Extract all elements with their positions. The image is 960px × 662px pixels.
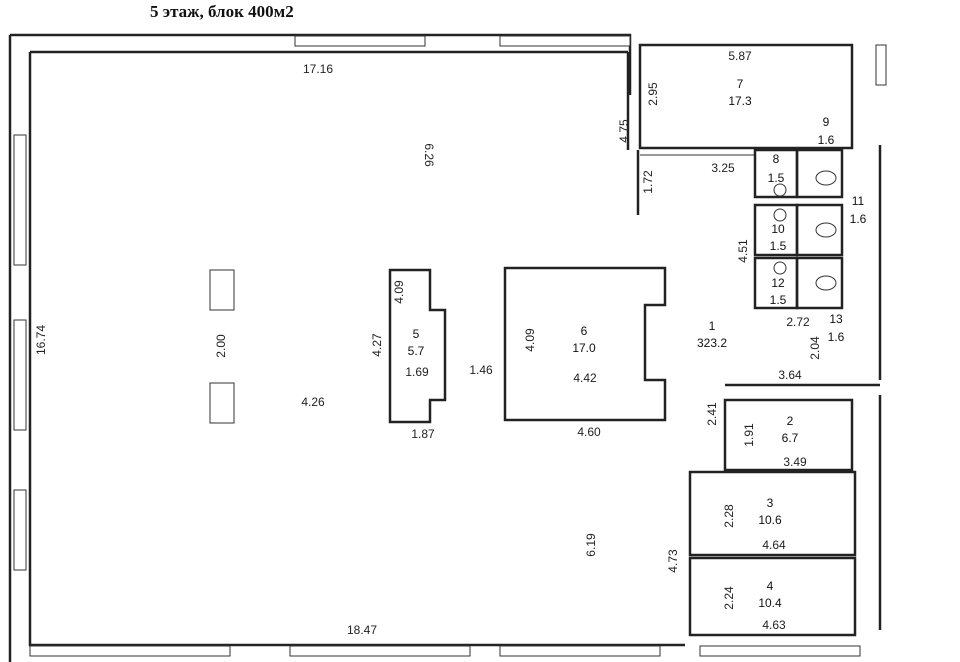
dim-label: 4.51 [736,239,750,263]
dim-label: 4.73 [666,549,680,573]
dim-label: 4.75 [617,119,631,143]
dim-label: 4.27 [370,333,384,357]
room-7-area: 17.3 [728,94,752,108]
room-5-number: 5 [413,327,420,341]
room-6 [503,266,667,422]
room-8-area: 1.5 [768,171,785,185]
room-3-number: 3 [767,496,774,510]
room-8-number: 8 [773,152,780,166]
dim-label: 1.69 [405,365,429,379]
dim-label: 2.24 [722,586,736,610]
wc-block [753,148,844,310]
room-1-number: 1 [709,319,716,333]
dim-label: 6.19 [584,533,598,557]
room-7-number: 7 [737,77,744,91]
room-6-area: 17.0 [572,341,596,355]
plan-title: 5 этаж, блок 400м2 [150,2,294,21]
room-13-number: 13 [829,312,843,326]
room-2-area: 6.7 [782,431,799,445]
dim-label: 17.16 [303,62,333,76]
dim-label: 4.64 [762,538,786,552]
dim-label: 4.60 [577,425,601,439]
dim-label: 4.09 [523,328,537,352]
room-2 [723,398,854,472]
room-3-area: 10.6 [758,513,782,527]
room-7 [638,43,854,150]
room-9-area: 1.6 [818,133,835,147]
room-12-number: 12 [771,276,785,290]
outer-walls [8,33,685,662]
dim-label: 2.72 [786,315,810,329]
dim-label: 18.47 [347,623,377,637]
column-upper [209,269,235,311]
dim-label: 4.42 [573,371,597,385]
room-10-area: 1.5 [770,239,787,253]
dim-label: 1.91 [742,423,756,447]
dim-label: 1.87 [411,427,435,441]
dim-label: 1.72 [641,170,655,194]
room-3 [688,470,857,557]
bottom-windows [29,645,861,657]
room-11-area: 1.6 [850,212,867,226]
room-6-number: 6 [581,324,588,338]
dim-label: 2.04 [808,336,822,360]
room-5-area: 5.7 [408,344,425,358]
dim-label: 2.28 [722,504,736,528]
dim-label: 3.49 [783,455,807,469]
room-11-number: 11 [852,194,865,208]
dim-label: 5.87 [728,49,752,63]
dim-label: 2.95 [646,82,660,106]
dim-label: 4.63 [762,618,786,632]
room-4-number: 4 [767,579,774,593]
room-1-area: 323.2 [697,336,727,350]
dim-label: 6.26 [422,143,436,167]
room-12-area: 1.5 [770,293,787,307]
dimension-labels: 17.16 6.26 16.74 2.00 4.26 18.47 6.19 4.… [34,49,822,637]
dim-label: 3.25 [711,161,735,175]
room-2-number: 2 [787,414,794,428]
room-9-number: 9 [823,115,830,129]
dim-label: 2.41 [705,402,719,426]
room-5 [388,268,447,424]
dim-label: 1.46 [469,363,493,377]
column-lower [209,382,235,424]
dim-label: 3.64 [778,368,802,382]
dim-label: 4.09 [392,280,406,304]
room-labels: 1 323.2 2 6.7 3 10.6 4 10.4 5 5.7 6 17.0… [408,77,867,610]
room-10-number: 10 [771,222,785,236]
dim-label: 2.00 [214,334,228,358]
left-windows [13,134,27,571]
room-13-area: 1.6 [828,330,845,344]
dim-label: 4.26 [301,395,325,409]
room-4-area: 10.4 [758,596,782,610]
room-4 [688,556,857,637]
dim-label: 16.74 [34,325,48,355]
top-windows [294,35,631,47]
